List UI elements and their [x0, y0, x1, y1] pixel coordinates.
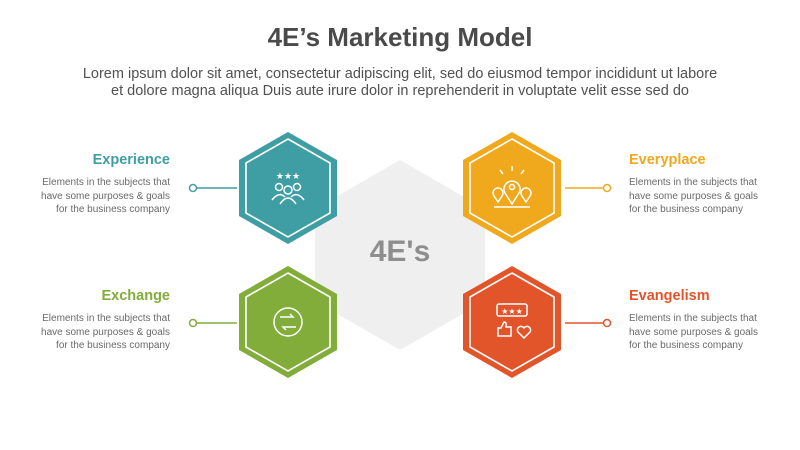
connector-everyplace	[565, 183, 612, 193]
center-hexagon	[315, 160, 485, 350]
item-desc-experience: Elements in the subjects that have some …	[20, 176, 170, 217]
desc-line: have some purposes & goals	[41, 190, 170, 202]
connector-exchange	[188, 318, 237, 328]
item-title-exchange: Exchange	[101, 288, 171, 304]
hexagon-everyplace	[463, 132, 561, 244]
desc-line: Elements in the subjects that	[42, 177, 170, 188]
item-title-everyplace: Everyplace	[629, 152, 706, 168]
hexagon-evangelism: ★★★	[463, 266, 561, 378]
center-label: 4E's	[369, 235, 431, 268]
hexagon-experience: ★★★	[239, 132, 337, 244]
svg-text:★★★: ★★★	[501, 307, 523, 316]
desc-line: Elements in the subjects that	[42, 313, 170, 324]
subtitle-line-1: Lorem ipsum dolor sit amet, consectetur …	[82, 66, 718, 82]
desc-line: have some purposes & goals	[629, 326, 758, 338]
page-title: 4E’s Marketing Model	[267, 22, 533, 52]
desc-line: have some purposes & goals	[629, 190, 758, 202]
desc-line: Elements in the subjects that	[629, 313, 757, 324]
item-title-experience: Experience	[92, 152, 170, 168]
desc-line: for the business company	[56, 204, 170, 215]
group-rating-icon: ★★★	[271, 172, 305, 205]
svg-text:★★★: ★★★	[276, 172, 300, 182]
item-desc-evangelism: Elements in the subjects that have some …	[629, 312, 779, 353]
desc-line: for the business company	[629, 340, 743, 351]
subtitle: Lorem ipsum dolor sit amet, consectetur …	[20, 66, 780, 100]
desc-line: for the business company	[56, 340, 170, 351]
connector-evangelism	[565, 318, 612, 328]
location-pins-icon	[492, 166, 532, 208]
connector-experience	[188, 183, 237, 193]
subtitle-line-2: et dolore magna aliqua Duis aute irure d…	[111, 83, 689, 99]
item-title-evangelism: Evangelism	[629, 288, 710, 304]
hexagon-exchange	[239, 266, 337, 378]
exchange-arrows-icon	[273, 307, 303, 337]
review-thumbs-heart-icon: ★★★	[496, 303, 532, 340]
desc-line: Elements in the subjects that	[629, 177, 757, 188]
desc-line: have some purposes & goals	[41, 326, 170, 338]
item-desc-exchange: Elements in the subjects that have some …	[20, 312, 170, 353]
item-desc-everyplace: Elements in the subjects that have some …	[629, 176, 779, 217]
desc-line: for the business company	[629, 204, 743, 215]
